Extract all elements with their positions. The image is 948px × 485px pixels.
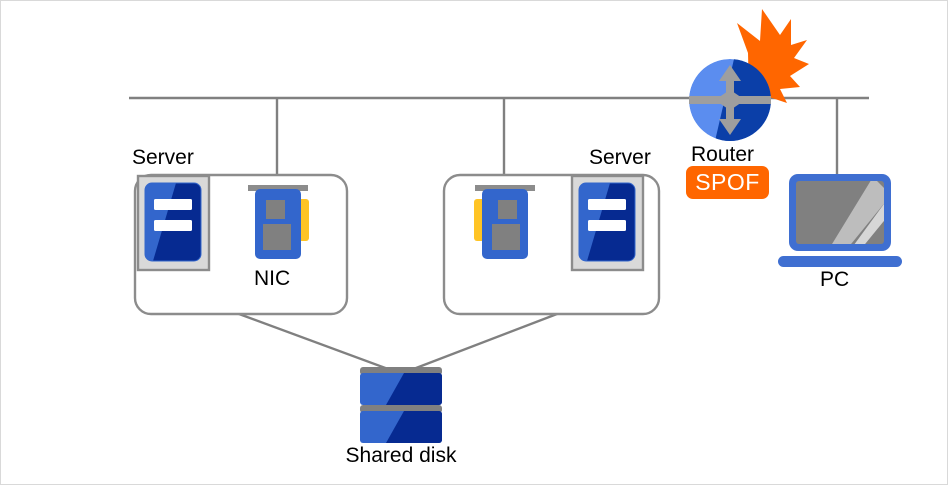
spof-badge[interactable]: SPOF [686, 166, 769, 199]
server-left-group[interactable] [133, 173, 349, 316]
nic-card-right[interactable] [474, 185, 535, 259]
pc-node[interactable] [778, 174, 902, 267]
server-right-group[interactable] [442, 173, 661, 316]
pc-base [778, 256, 902, 267]
server-right-icon-bar-bottom [588, 220, 626, 231]
nic-right-bracket [475, 185, 535, 191]
nic-left-bracket [248, 185, 308, 191]
router-arrows-icon [689, 65, 771, 135]
server-right-icon-bar-top [588, 199, 626, 210]
server-left-icon-bar-top [154, 199, 192, 210]
link-server-left-to-disk [238, 312, 400, 375]
server-right-label: Server [589, 146, 651, 169]
server-left-icon-bar-bottom [154, 220, 192, 231]
nic-left-chip-small [266, 200, 285, 219]
link-server-right-to-disk [402, 312, 558, 375]
pc-screen-glare [829, 181, 884, 244]
nic-card-left[interactable] [248, 185, 309, 259]
nic-left-chip-large [263, 224, 291, 250]
nic-left-label: NIC [254, 267, 291, 290]
pc-label: PC [820, 268, 850, 291]
shared-disk-block-bottom [360, 411, 442, 443]
nic-right-chip-large [492, 224, 520, 250]
nic-right-chip-small [498, 200, 517, 219]
server-left-icon-outline [144, 182, 202, 262]
server-left-label: Server [132, 146, 194, 169]
router-node[interactable] [689, 9, 809, 141]
shared-disk-label: Shared disk [345, 444, 457, 467]
shared-disk-node[interactable] [360, 367, 442, 443]
router-label: Router [691, 143, 755, 166]
server-right-icon-outline [578, 182, 636, 262]
shared-disk-block-top [360, 373, 442, 405]
